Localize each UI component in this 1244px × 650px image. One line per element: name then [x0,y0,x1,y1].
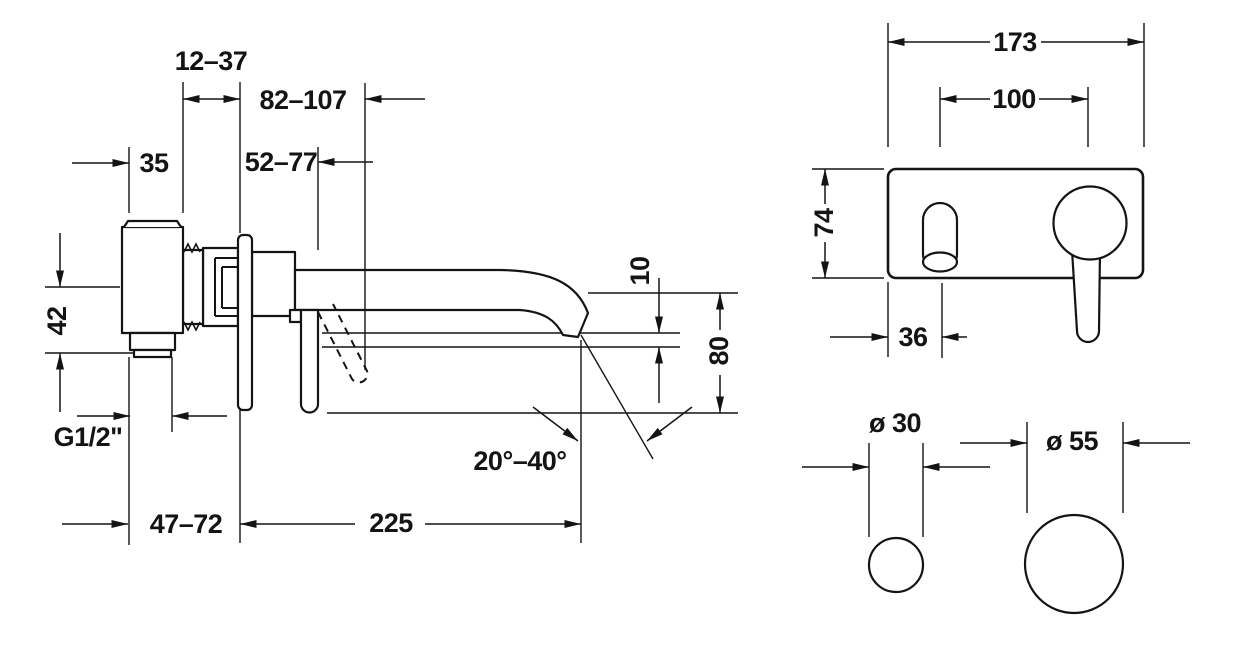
thread-symbol-zigzags [183,242,201,332]
handle-stick-front [1070,248,1102,344]
dim-label-handle-projection: 82–107 [259,85,346,115]
valve-body-cap [123,219,182,228]
spout-outlet-ellipse [921,251,959,273]
angle-arrow-right [646,406,693,442]
front-view-labels: 173 100 74 36 [809,27,1038,352]
dim-label-cutout-small: ø 30 [869,408,921,438]
front-dimension-lines [821,38,1144,341]
handle-lever [299,308,320,414]
cutout-dimension-lines [802,439,1190,471]
dim-label-spout-center-offset: 36 [898,322,928,352]
connector-block [201,246,240,328]
handle-root-step [288,308,303,324]
outlet-reference-lines [322,332,680,348]
angle-arrow-left [532,406,579,442]
handle-knob-front [1052,185,1128,261]
spout-tube [293,268,590,339]
dim-label-inlet-offset: 47–72 [150,509,223,539]
dim-label-cutout-large: ø 55 [1046,426,1099,456]
front-view: 173 100 74 36 [809,23,1145,358]
dimension-lines [56,95,724,528]
dim-label-hole-centers: 100 [992,84,1036,114]
cutout-views: ø 30 ø 55 [802,408,1190,615]
spout-mount-body [250,250,297,318]
dim-label-outlet-projection: 52–77 [245,147,318,177]
water-stream-line [580,334,654,460]
side-view: 12–37 82–107 35 52–77 42 G1/2" 47–72 225… [42,46,738,545]
dim-label-thread: G1/2" [54,422,123,452]
outlet-step-2 [132,348,173,359]
dim-label-spout-angle: 20°–40° [473,446,566,476]
dim-label-aerator-drop: 10 [625,256,655,285]
threaded-nipple [181,248,205,326]
outlet-step-1 [128,331,177,352]
dim-label-plate-width: 173 [993,27,1037,57]
handle-lever-open-dashed [317,303,369,384]
cutout-extension-lines [868,422,1124,537]
valve-body [120,225,185,335]
dim-label-plate-height: 74 [809,208,839,238]
side-view-labels: 12–37 82–107 35 52–77 42 G1/2" 47–72 225… [42,46,734,539]
cutout-labels: ø 30 ø 55 [869,408,1099,456]
dim-label-body-width: 35 [139,148,169,178]
cartridge-detail-lines [214,257,238,317]
dim-label-body-height: 42 [42,306,72,335]
cutout-circle-large [1023,513,1125,615]
valve-body-assembly [120,219,254,412]
height-reference-lines [45,286,738,543]
cutout-circle-small [867,536,925,594]
dim-label-outlet-height: 80 [704,336,734,365]
dim-label-spout-reach: 225 [369,508,413,538]
wall-flange [236,233,254,412]
dim-label-wall-adjust: 12–37 [175,46,248,76]
